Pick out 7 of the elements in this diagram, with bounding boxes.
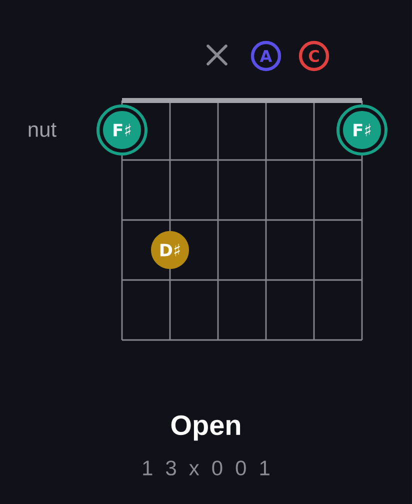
chord-name: Open (171, 415, 240, 441)
circled-letter: C (298, 40, 330, 72)
node-label: F♯ (354, 124, 370, 136)
fingering-text: 1 3 x 0 0 1 (143, 460, 270, 476)
node-label: F♯ (114, 124, 130, 136)
circled-letter: A (250, 40, 282, 72)
row-label: nut (28, 123, 56, 137)
